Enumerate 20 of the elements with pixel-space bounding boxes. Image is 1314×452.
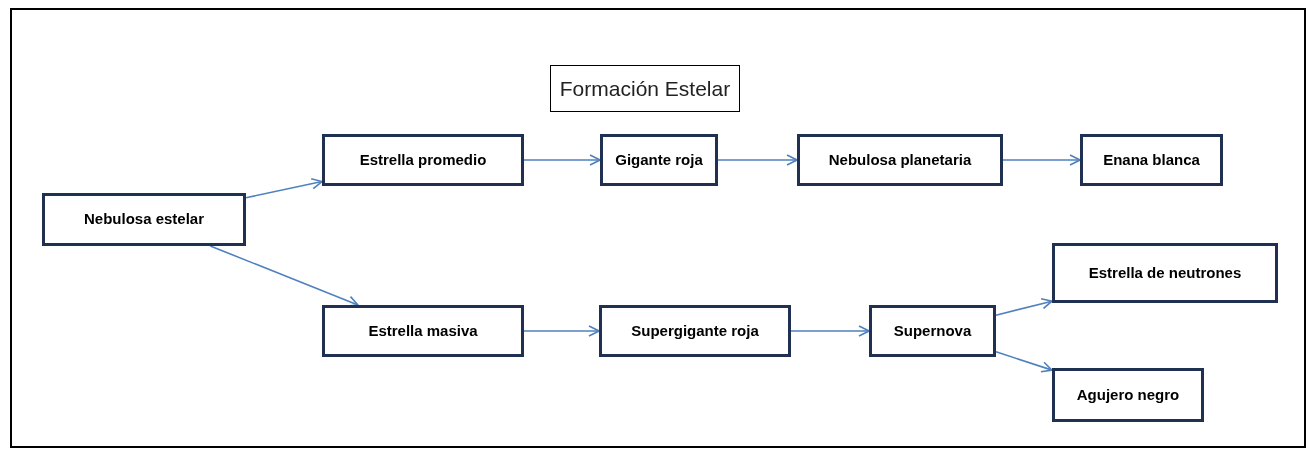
arrow — [245, 177, 323, 199]
stage-box: Supergigante roja — [599, 305, 791, 357]
arrow — [209, 245, 359, 307]
stage-box: Nebulosa planetaria — [797, 134, 1003, 186]
arrow — [717, 154, 798, 166]
arrow — [790, 325, 870, 337]
stage-box: Enana blanca — [1080, 134, 1223, 186]
arrow — [995, 297, 1053, 316]
arrow — [523, 325, 600, 337]
stage-box: Estrella de neutrones — [1052, 243, 1278, 303]
title: Formación Estelar — [550, 65, 740, 112]
stage-box: Estrella masiva — [322, 305, 524, 357]
arrow — [1002, 154, 1081, 166]
arrow — [995, 351, 1053, 373]
arrow — [523, 154, 601, 166]
stage-box: Supernova — [869, 305, 996, 357]
stage-box: Estrella promedio — [322, 134, 524, 186]
stage-box: Agujero negro — [1052, 368, 1204, 422]
stage-box: Nebulosa estelar — [42, 193, 246, 246]
stage-box: Gigante roja — [600, 134, 718, 186]
